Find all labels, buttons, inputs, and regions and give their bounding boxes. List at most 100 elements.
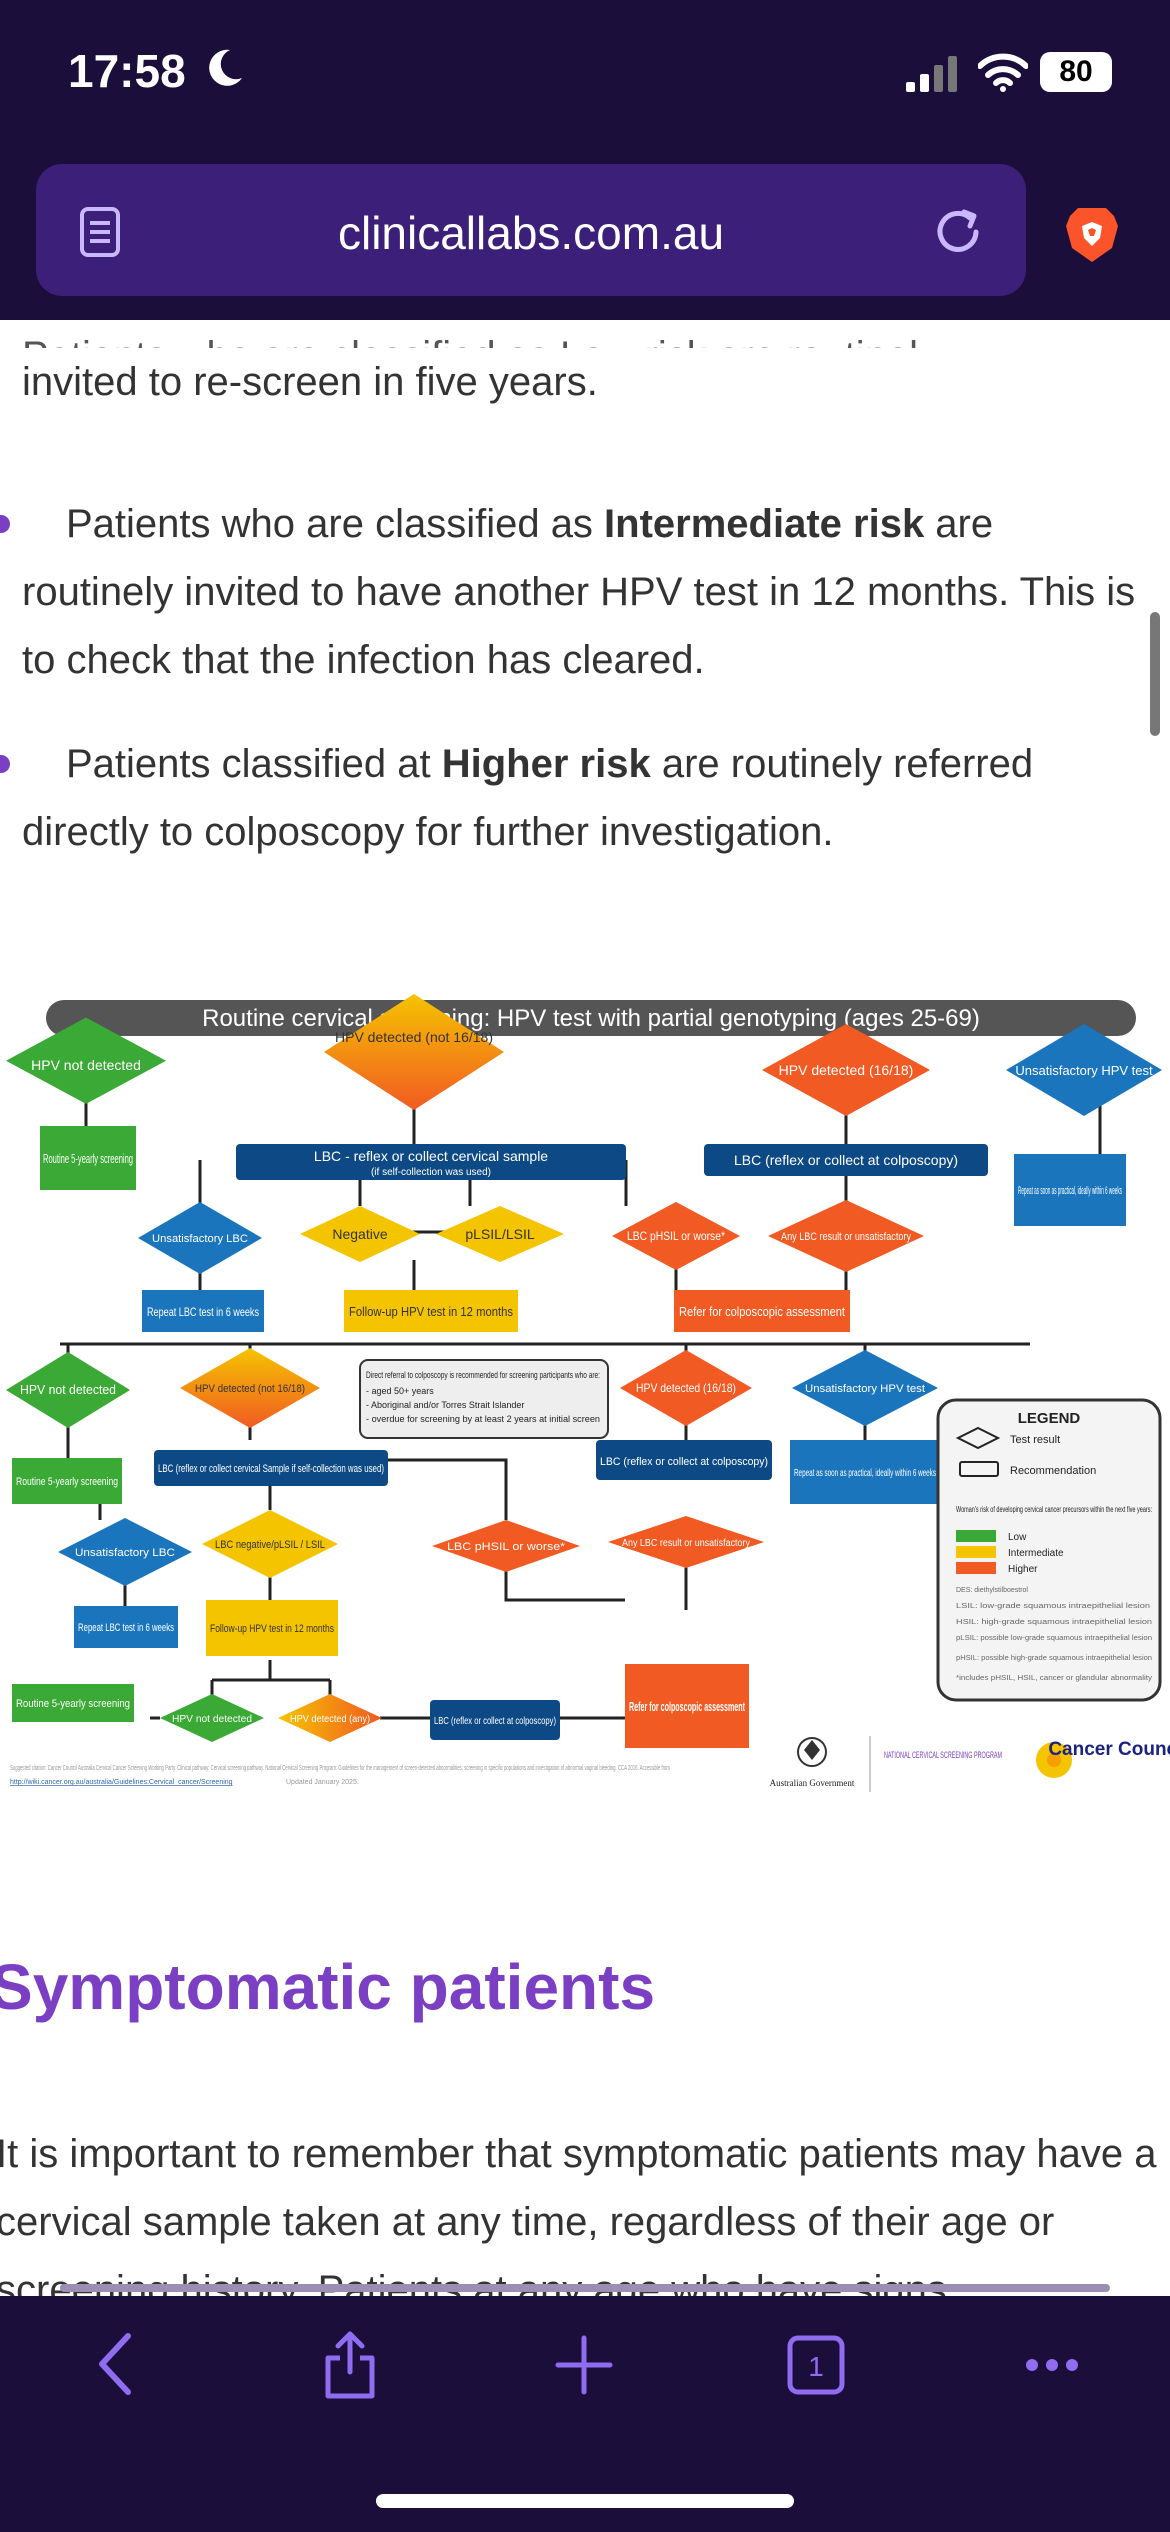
diamond-label: HPV not detected	[172, 1714, 252, 1725]
paragraph-low-risk: Patients who are classified as Low risk …	[22, 334, 1152, 416]
citation-link[interactable]: http://wiki.cancer.org.au/australia/Guid…	[10, 1779, 233, 1786]
legend-abbr: LSIL: low-grade squamous intraepithelial…	[956, 1603, 1150, 1610]
box-label: Follow-up HPV test in 12 months	[349, 1304, 513, 1319]
address-bar[interactable]	[36, 164, 1026, 296]
more-menu-icon[interactable]	[1022, 2330, 1082, 2400]
legend-item: Low	[1008, 1532, 1027, 1543]
signal-icon	[906, 56, 957, 92]
diamond-hpv-detected-not-16-18-2	[180, 1348, 320, 1428]
scrollbar-thumb[interactable]	[1150, 612, 1160, 736]
diamond-label: LBC negative/pLSIL / LSIL	[215, 1539, 325, 1551]
paragraph-symptomatic: It is important to remember that symptom…	[0, 2132, 1157, 2312]
box-lbc-colposcopy-2	[596, 1440, 772, 1480]
legend-item: Higher	[1008, 1564, 1038, 1575]
horizontal-scroll-indicator	[60, 2284, 1110, 2292]
diamond-any-lbc-2	[608, 1516, 764, 1568]
wifi-icon	[978, 53, 1028, 92]
legend-swatch-intermediate	[956, 1546, 996, 1558]
diamond-label: Any LBC result or unsatisfactory	[781, 1231, 911, 1243]
logo-cancer-council: Cancer Council	[1048, 1739, 1170, 1760]
bullet-intermediate-risk: Patients who are classified as Intermedi…	[22, 490, 1152, 694]
diagram-title: Routine cervical screening: HPV test wit…	[202, 1005, 980, 1032]
legend-rect-icon	[959, 1461, 999, 1477]
tabs-icon[interactable]: 1	[786, 2330, 846, 2400]
citation-text: Suggested citation: Cancer Council Austr…	[10, 1765, 670, 1772]
legend-abbr: DES: diethylstilboestrol	[956, 1587, 1028, 1594]
note-line: - overdue for screening by at least 2 ye…	[366, 1414, 600, 1424]
note-line: - aged 50+ years	[366, 1386, 434, 1396]
note-line: - Aboriginal and/or Torres Strait Island…	[366, 1400, 524, 1410]
logo-ncsp: NATIONAL CERVICAL SCREENING PROGRAM	[884, 1750, 1002, 1760]
paragraph-text: invited to re-screen in five years.	[22, 360, 598, 404]
diamond-hpv-detected-16-18-2	[620, 1350, 752, 1426]
box-sublabel: (if self-collection was used)	[371, 1167, 491, 1178]
legend-item: Intermediate	[1008, 1548, 1064, 1559]
diamond-label: HPV not detected	[20, 1382, 116, 1397]
box-label: Repeat as soon as practical, ideally wit…	[1018, 1185, 1122, 1197]
box-label: LBC (reflex or collect cervical Sample i…	[158, 1463, 384, 1475]
diamond-hpv-detected-16-18	[762, 1024, 930, 1116]
diamond-label: Unsatisfactory LBC	[75, 1547, 175, 1559]
reader-mode-icon[interactable]	[76, 206, 124, 258]
diamond-unsatisfactory-lbc	[138, 1202, 262, 1274]
diamond-label: Any LBC result or unsatisfactory	[622, 1538, 750, 1549]
bullet-dot	[0, 755, 10, 773]
box-label: LBC (reflex or collect at colposcopy)	[434, 1716, 556, 1727]
legend-risk-title: Woman's risk of developing cervical canc…	[956, 1505, 1152, 1514]
note-direct-referral	[359, 1359, 609, 1439]
diamond-label: pLSIL/LSIL	[465, 1226, 534, 1242]
legend-abbr: HSIL: high-grade squamous intraepithelia…	[956, 1619, 1152, 1626]
legend-abbr: pHSIL: possible high-grade squamous intr…	[956, 1655, 1152, 1662]
bullet-text-pre: Patients classified at	[66, 742, 442, 786]
diamond-lbc-phsil-2	[432, 1520, 580, 1572]
legend-title: LEGEND	[1018, 1410, 1081, 1427]
box-label: Follow-up HPV test in 12 months	[210, 1623, 334, 1635]
logo-gov-text: Australian Government	[770, 1778, 855, 1788]
bullet-text-bold: Higher risk	[441, 742, 651, 786]
back-icon[interactable]	[92, 2330, 142, 2400]
url-text[interactable]: clinicallabs.com.au	[337, 207, 725, 259]
legend-swatch-higher	[956, 1562, 996, 1574]
diamond-label: Unsatisfactory HPV test	[805, 1383, 925, 1395]
brave-lion-icon[interactable]	[1064, 204, 1120, 264]
moon-icon	[209, 49, 242, 86]
box-followup-hpv-2	[206, 1600, 338, 1656]
box-repeat-lbc	[142, 1290, 264, 1332]
box-label: Routine 5-yearly screening	[16, 1476, 118, 1488]
diamond-label: HPV detected (16/18)	[636, 1381, 736, 1395]
diamond-hpv-not-detected-2	[6, 1352, 130, 1428]
diamond-unsatisfactory-hpv-2	[792, 1350, 938, 1426]
box-label: Repeat as soon as practical, ideally wit…	[794, 1468, 936, 1479]
diamond-label: HPV detected (16/18)	[779, 1062, 914, 1078]
diamond-lbc-negative	[202, 1510, 338, 1578]
legend-item: Recommendation	[1010, 1465, 1096, 1477]
cervical-screening-flowchart: Routine cervical screening: HPV test wit…	[6, 994, 1170, 1792]
box-routine-5yearly	[40, 1126, 136, 1190]
note-title: Direct referral to colposcopy is recomme…	[366, 1370, 600, 1380]
reload-icon[interactable]	[930, 204, 986, 260]
diamond-negative	[300, 1206, 420, 1262]
australian-government-logo: Australian Government	[770, 1737, 855, 1788]
diamond-any-lbc	[768, 1200, 924, 1272]
box-label: LBC - reflex or collect cervical sample	[314, 1148, 548, 1164]
box-label: Repeat LBC test in 6 weeks	[78, 1622, 174, 1634]
new-tab-plus-icon[interactable]	[554, 2330, 614, 2400]
browser-toolbar	[0, 2296, 1170, 2532]
bullet-text-pre: Patients who are classified as	[66, 502, 605, 546]
clipped-text: Patients who are classified as Low risk …	[22, 322, 938, 348]
box-label: Routine 5-yearly screening	[16, 1698, 130, 1710]
box-followup-hpv	[344, 1290, 518, 1332]
diamond-label: HPV detected (any)	[290, 1714, 370, 1725]
home-indicator	[376, 2494, 794, 2508]
citation-updated: Updated January 2025.	[286, 1779, 359, 1786]
share-icon[interactable]	[322, 2330, 378, 2400]
diamond-label: Unsatisfactory LBC	[152, 1233, 248, 1245]
diamond-label: LBC pHSIL or worse*	[447, 1541, 566, 1553]
section-heading: Symptomatic patients	[0, 1951, 656, 2023]
diamond-hpv-not-detected-3	[160, 1694, 264, 1742]
box-label: Refer for colposcopic assessment	[679, 1304, 845, 1319]
diamond-plsil-lsil	[436, 1206, 564, 1262]
diamond-label: HPV detected (not 16/18)	[335, 1029, 493, 1045]
diamond-label: HPV detected (not 16/18)	[195, 1383, 305, 1395]
diamond-label: Negative	[332, 1226, 387, 1242]
